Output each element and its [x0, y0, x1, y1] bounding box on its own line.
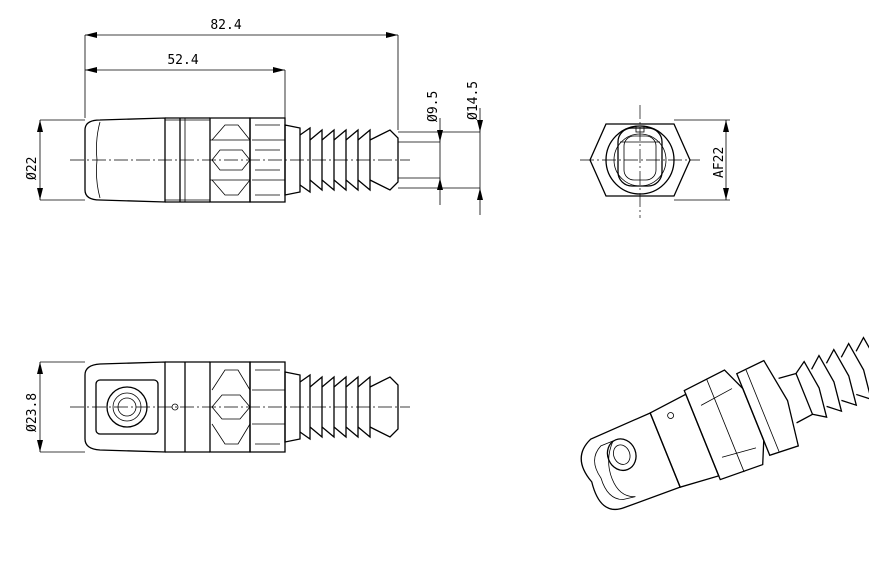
dim-overall-length: 82.4	[210, 18, 241, 33]
end-view: AF22	[580, 105, 730, 218]
dim-bottom-view-diameter: Ø23.8	[25, 393, 40, 432]
nose-curve	[96, 121, 101, 199]
side-view-top: 82.4 52.4 Ø9.5 Ø14.5 Ø22	[25, 18, 483, 215]
bottom-view: Ø23.8	[25, 361, 410, 453]
dim-body-diameter: Ø22	[25, 157, 40, 180]
isometric-view	[580, 336, 869, 510]
dim-barb-outer-diameter: Ø14.5	[466, 81, 481, 120]
dim-barb-diameter: Ø9.5	[426, 91, 441, 122]
hex-nut-2	[249, 117, 286, 203]
hose-barb	[299, 126, 480, 194]
dim-hex-across-flats: AF22	[712, 147, 727, 178]
dim-body-length: 52.4	[167, 53, 198, 68]
hex-outline	[589, 123, 691, 197]
